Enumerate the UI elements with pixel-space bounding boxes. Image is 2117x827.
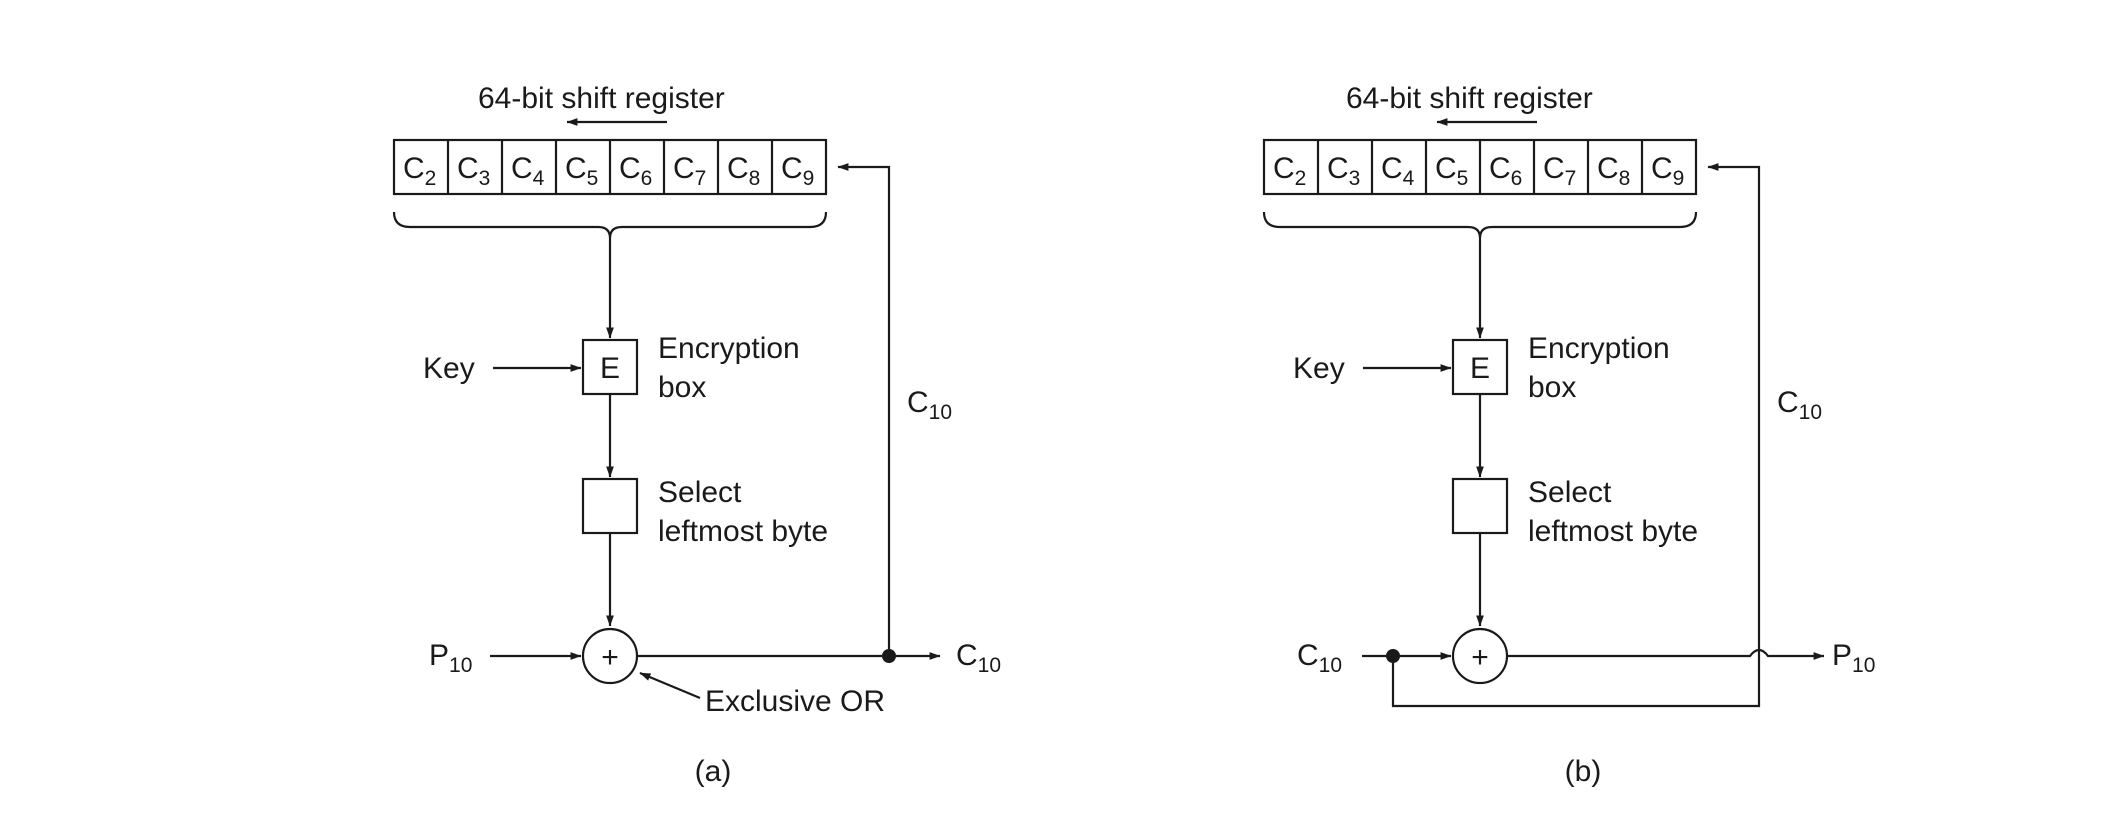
register-cell: C9	[1651, 152, 1684, 190]
register-label-a: 64-bit shift register	[478, 82, 725, 115]
encryption-box-label-b-1: Encryption	[1528, 332, 1670, 365]
register-cell: C4	[1381, 140, 1428, 194]
feedback-line-a	[837, 163, 891, 656]
register-cell: C4	[511, 140, 558, 194]
key-label-a: Key	[423, 352, 475, 385]
register-cell: C2	[1273, 140, 1320, 194]
xor-symbol-a: +	[601, 641, 619, 674]
svg-text:C5: C5	[565, 152, 598, 190]
svg-text:C3: C3	[457, 152, 490, 190]
svg-text:C6: C6	[619, 152, 652, 190]
arrow-xor-to-output-b	[1507, 648, 1825, 660]
svg-text:C3: C3	[1327, 152, 1360, 190]
feedback-line-b	[1391, 163, 1761, 708]
diagram-b: 64-bit shift register C2 C3 C4 C5 C6 C7 …	[1262, 82, 1875, 788]
select-label-a-1: Select	[658, 476, 742, 509]
input-label-b: C10	[1297, 639, 1342, 677]
output-label-b: P10	[1832, 639, 1875, 677]
register-brace-b	[1262, 211, 1698, 239]
xor-pointer-arrow-a	[639, 671, 701, 700]
feedback-label-b: C10	[1777, 386, 1822, 424]
svg-text:C8: C8	[1597, 152, 1630, 190]
select-label-b-2: leftmost byte	[1528, 515, 1698, 548]
register-cell: C3	[1327, 140, 1374, 194]
svg-text:C9: C9	[1651, 152, 1684, 190]
register-cell: C6	[619, 140, 666, 194]
feedback-label-a: C10	[907, 386, 952, 424]
svg-text:C7: C7	[673, 152, 706, 190]
register-label-b: 64-bit shift register	[1346, 82, 1593, 115]
xor-label-a: Exclusive OR	[705, 685, 885, 718]
register-cell: C2	[403, 140, 450, 194]
select-box-b	[1451, 477, 1509, 535]
register-cell: C5	[565, 140, 612, 194]
register-brace-a	[392, 211, 828, 239]
encryption-box-a	[581, 338, 639, 396]
shift-register-a: C2 C3 C4 C5 C6 C7 C8 C9	[392, 138, 828, 196]
svg-text:C7: C7	[1543, 152, 1576, 190]
encryption-box-symbol-b: E	[1470, 352, 1490, 385]
input-label-a: P10	[429, 639, 472, 677]
svg-text:C4: C4	[511, 152, 545, 190]
register-cell: C5	[1435, 140, 1482, 194]
register-cell: C8	[1597, 140, 1644, 194]
svg-text:C4: C4	[1381, 152, 1415, 190]
register-cell: C8	[727, 140, 774, 194]
register-cell: C7	[1543, 140, 1590, 194]
svg-text:C8: C8	[727, 152, 760, 190]
select-label-b-1: Select	[1528, 476, 1612, 509]
svg-text:C2: C2	[1273, 152, 1306, 190]
register-cell: C6	[1489, 140, 1536, 194]
svg-text:C5: C5	[1435, 152, 1468, 190]
caption-b: (b)	[1565, 755, 1602, 788]
encryption-box-label-a-1: Encryption	[658, 332, 800, 365]
encryption-box-label-b-2: box	[1528, 371, 1576, 404]
select-box-a	[581, 477, 639, 535]
output-label-a: C10	[956, 639, 1001, 677]
diagram-a: 64-bit shift register C2 C3 C4 C5 C6 C7 …	[392, 82, 1001, 788]
select-label-a-2: leftmost byte	[658, 515, 828, 548]
xor-symbol-b: +	[1471, 641, 1489, 674]
register-cell: C7	[673, 140, 720, 194]
svg-text:C6: C6	[1489, 152, 1522, 190]
encryption-box-b	[1451, 338, 1509, 396]
svg-text:C2: C2	[403, 152, 436, 190]
register-cell: C3	[457, 140, 504, 194]
key-label-b: Key	[1293, 352, 1345, 385]
encryption-box-symbol-a: E	[600, 352, 620, 385]
shift-register-b: C2 C3 C4 C5 C6 C7 C8 C9	[1262, 138, 1698, 196]
encryption-box-label-a-2: box	[658, 371, 706, 404]
register-cell: C9	[781, 152, 814, 190]
caption-a: (a)	[695, 755, 732, 788]
svg-text:C9: C9	[781, 152, 814, 190]
